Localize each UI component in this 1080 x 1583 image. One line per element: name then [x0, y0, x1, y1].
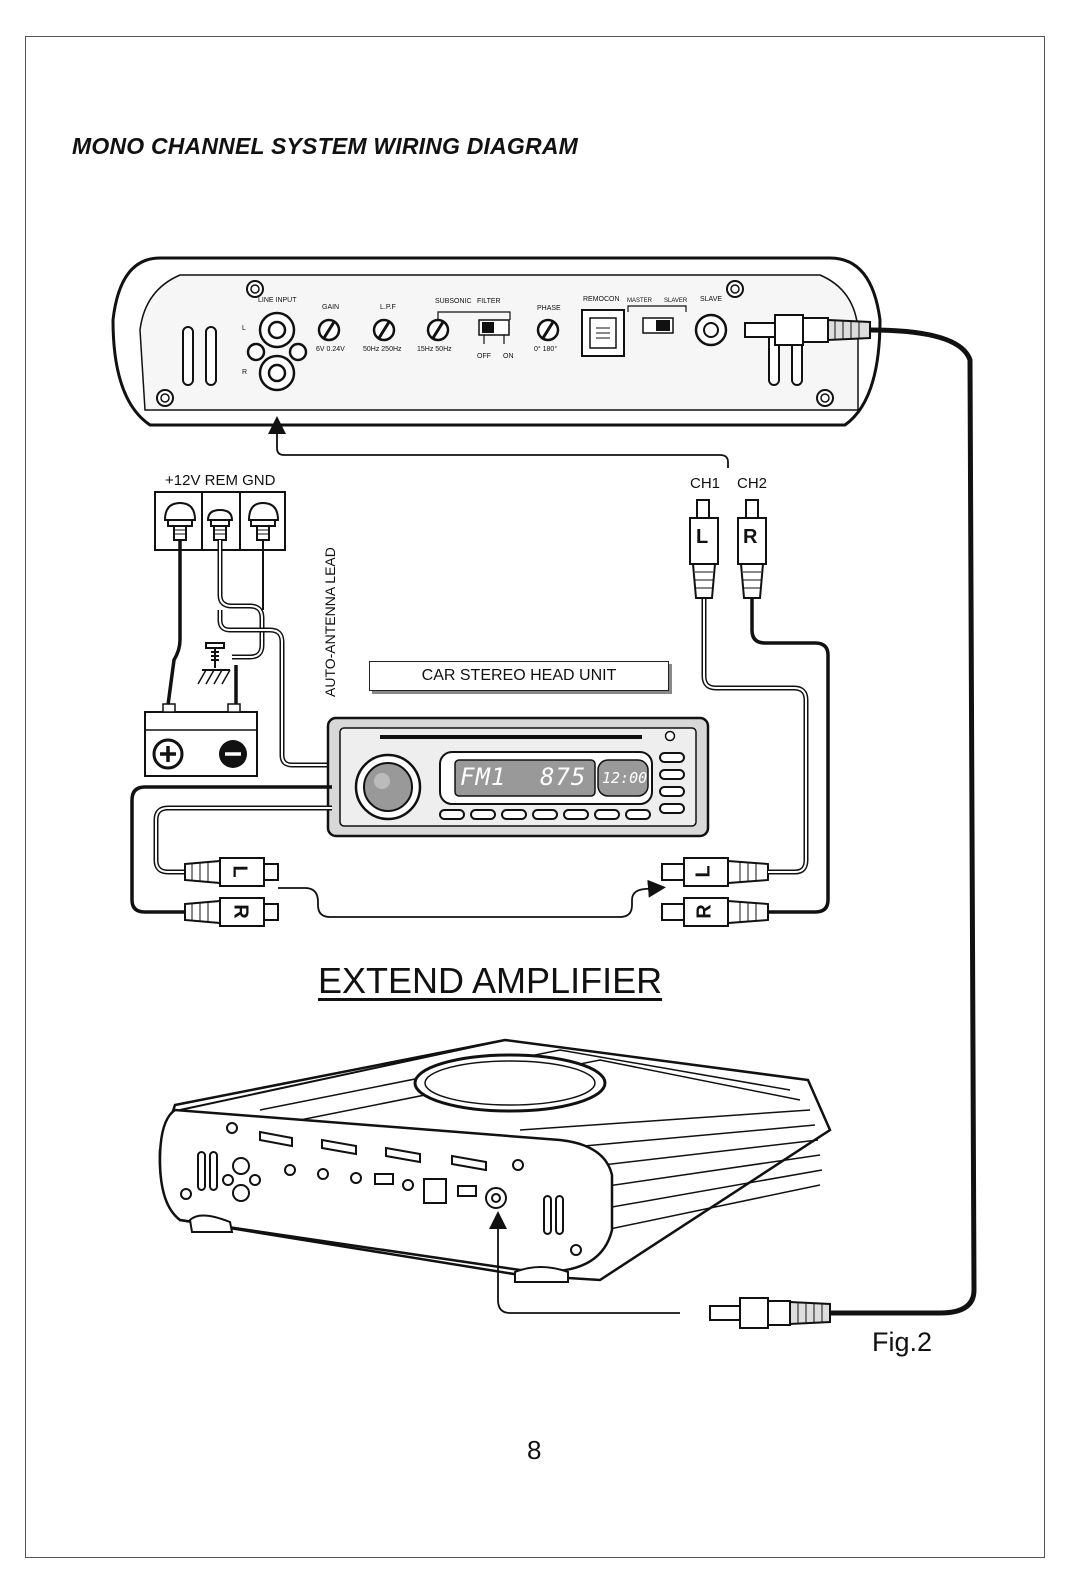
- auto-antenna-lead-label: AUTO-ANTENNA LEAD: [322, 547, 338, 697]
- in-plug-r-label: R: [693, 904, 716, 919]
- filter-off-label: OFF: [477, 353, 491, 360]
- line-input-label: LINE INPUT: [258, 297, 297, 304]
- lpf-range-label: 50Hz 250Hz: [363, 346, 402, 353]
- filter-on-label: ON: [503, 353, 514, 360]
- ch1-ch2-plugs: [689, 499, 767, 599]
- ch1-label: CH1: [690, 475, 721, 492]
- out-plug-r-label: R: [229, 904, 252, 919]
- ch2-plug-r-label: R: [743, 526, 758, 548]
- line-input-l-label: L: [242, 325, 246, 332]
- battery: [144, 703, 258, 777]
- display-frequency: 875: [540, 763, 587, 791]
- filter-label: FILTER: [477, 298, 501, 305]
- extend-amplifier-heading: EXTEND AMPLIFIER: [318, 960, 663, 1001]
- phase-label: PHASE: [537, 305, 561, 312]
- master-label: MASTER: [627, 298, 653, 304]
- lpf-label: L.P.F: [380, 304, 396, 311]
- remocon-label: REMOCON: [583, 296, 620, 303]
- subsonic-label: SUBSONIC: [435, 298, 472, 305]
- in-plug-l-label: L: [692, 865, 715, 878]
- ch-rca-plugs: [661, 857, 769, 927]
- extend-amplifier-illustration: [158, 1038, 832, 1283]
- slaver-label: SLAVER: [664, 298, 688, 304]
- slave-label: SLAVE: [700, 296, 723, 303]
- head-unit: [326, 716, 710, 838]
- line-input-r-label: R: [242, 369, 248, 376]
- page-number: 8: [527, 1435, 542, 1465]
- gain-range-label: 6V 0.24V: [316, 346, 345, 353]
- slave-input-plug: [709, 1297, 831, 1329]
- phase-range-label: 0° 180°: [534, 346, 558, 353]
- head-unit-label: CAR STEREO HEAD UNIT: [369, 661, 669, 691]
- display-clock: 12:00: [602, 769, 648, 787]
- page-border: [25, 36, 1045, 1558]
- power-terminal-labels: +12V REM GND: [165, 472, 276, 489]
- head-unit-rca-out: [184, 857, 279, 927]
- figure-label: Fig.2: [872, 1327, 933, 1357]
- subsonic-range-label: 15Hz 50Hz: [417, 346, 452, 353]
- gain-label: GAIN: [322, 304, 340, 311]
- ch1-plug-l-label: L: [696, 526, 709, 548]
- amplifier-panel: [111, 256, 882, 427]
- out-plug-l-label: L: [228, 865, 251, 878]
- diagram-title: MONO CHANNEL SYSTEM WIRING DIAGRAM: [72, 133, 578, 159]
- ch2-label: CH2: [737, 475, 768, 492]
- display-band: FM1: [460, 763, 507, 791]
